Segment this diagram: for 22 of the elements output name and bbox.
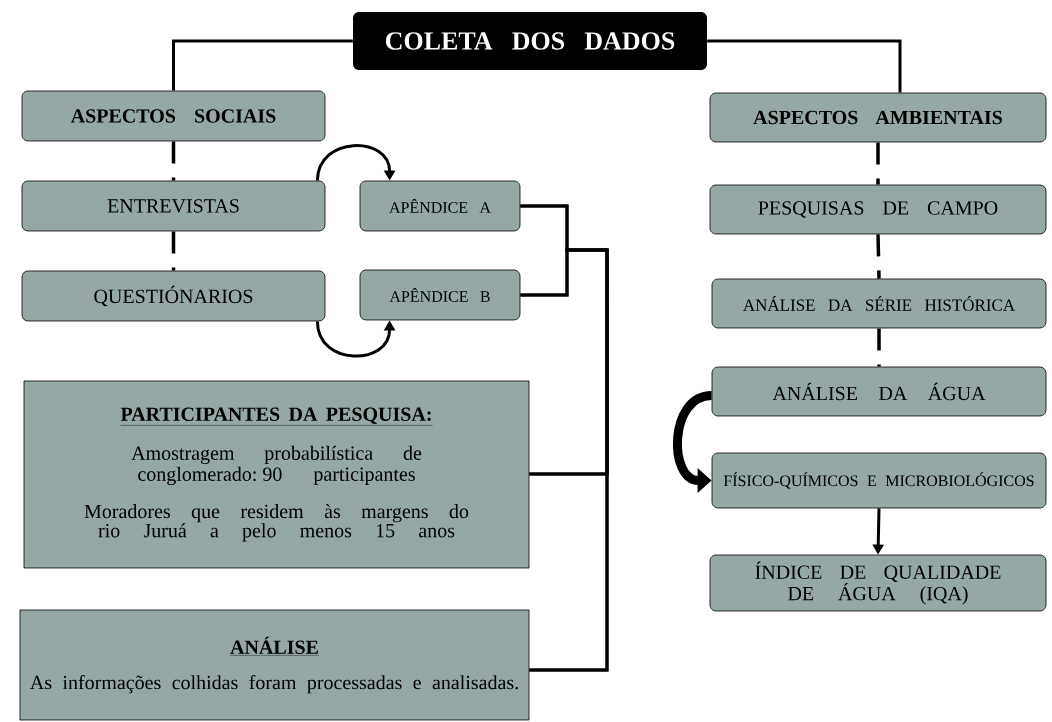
process-box: QUESTIÓNARIOS — [21, 270, 326, 322]
connector-line — [171, 141, 176, 181]
connector-line — [876, 142, 880, 185]
process-box: ANÁLISE DA ÁGUA — [711, 366, 1047, 417]
connector-line — [707, 39, 902, 93]
text-panel: ANÁLISE As informações colhidas foram processadas e analisadas. — [19, 609, 530, 721]
title-box: COLETA DOS DADOS — [353, 12, 707, 70]
process-box: PESQUISAS DE CAMPO — [709, 184, 1047, 235]
connector-line — [172, 39, 353, 91]
process-box: ÍNDICE DE QUALIDADE DE ÁGUA (IQA) — [709, 554, 1047, 612]
process-box: ENTREVISTAS — [21, 180, 326, 232]
connector-line — [876, 234, 881, 279]
process-box: ANÁLISE DA SÉRIE HISTÓRICA — [711, 278, 1047, 329]
process-box: FÍSICO-QUÍMICOS E MICROBIOLÓGICOS — [711, 452, 1047, 509]
text-panel: PARTICIPANTES DA PESQUISA: Amostragem probabilística de conglomerado: 90 participantes Moradores que residem às margens do rio Juruá a pelo menos 15 anos — [23, 380, 530, 569]
connector-line — [877, 328, 881, 367]
arrow — [315, 144, 396, 181]
process-box: ASPECTOS SOCIAIS — [21, 90, 326, 142]
process-box: APÊNDICE A — [359, 180, 521, 232]
process-box: ASPECTOS AMBIENTAIS — [709, 92, 1047, 143]
process-box: APÊNDICE B — [359, 269, 521, 321]
connector-line — [171, 231, 176, 271]
